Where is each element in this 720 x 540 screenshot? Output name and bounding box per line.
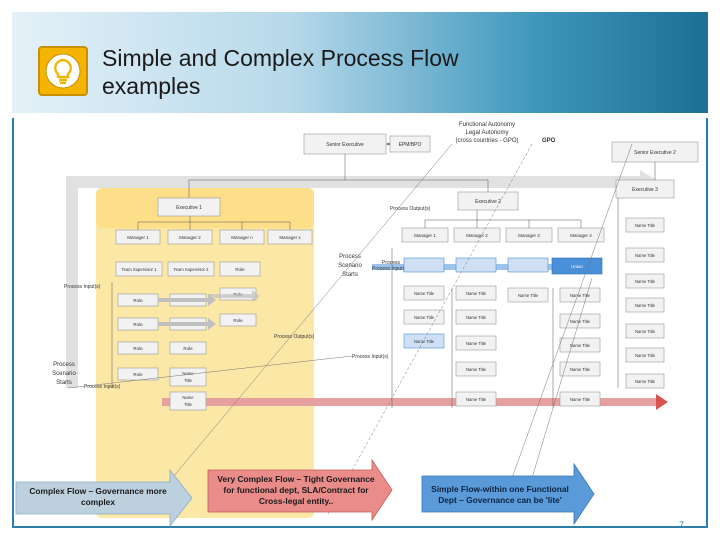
role-label-9: Role <box>233 318 243 323</box>
name-title-r5c4: Name Title <box>570 397 591 402</box>
name-title-fr6: Name Title <box>635 353 656 358</box>
simple-flow-arrow: Simple Flow-within one Functional Dept –… <box>421 462 595 526</box>
name-title-r3c2: Name Title <box>466 341 487 346</box>
complex-flow-arrow: Complex Flow – Governance more complex <box>15 468 193 528</box>
manager-right-2: Manager 2 <box>466 233 488 238</box>
connector-lines <box>67 142 656 515</box>
name-title-r1c1: Name Title <box>414 291 435 296</box>
name-title-r2c2: Name Title <box>466 315 487 320</box>
slide-frame <box>12 118 708 528</box>
title-label-left-2: Title <box>184 402 192 407</box>
name-title-r2c1: Name Title <box>414 315 435 320</box>
scenario-starts-1-line-3: Starts <box>342 272 358 278</box>
left-flow-arrows <box>158 290 260 330</box>
manager-left-1: Manager 1 <box>127 235 149 240</box>
gpo-label: GPO <box>542 138 556 144</box>
epm-label: EPM/BPO <box>399 142 422 148</box>
page-number: 7 <box>678 520 684 530</box>
team-supervisor-1-box <box>115 261 163 277</box>
process-input-label-1: Process Input(s) <box>64 284 101 290</box>
name-title-fr5: Name Title <box>635 329 656 334</box>
process-output-label-1: Process Output(s) <box>390 206 431 212</box>
name-title-r3c1: Name Title <box>414 339 435 344</box>
role-label-2: Role <box>133 322 143 327</box>
name-title-r2c4: Name Title <box>570 319 591 324</box>
manager-right-4: Manager 4 <box>570 233 592 238</box>
process-label: Process <box>382 260 401 266</box>
name-title-fr7: Name Title <box>635 379 656 384</box>
very-complex-flow-line-3: Cross-legal entity.. <box>259 496 333 506</box>
executive-2-label: Executive 2 <box>475 199 501 205</box>
manager-right-3: Manager 3 <box>518 233 540 238</box>
manager-left-3: Manager n <box>231 235 253 240</box>
role-label-7: Role <box>183 346 193 351</box>
manager-left-2: Manager 2 <box>179 235 201 240</box>
name-title-r1c4: Name Title <box>570 293 591 298</box>
top-label-line-1: Functional Autonomy <box>459 122 515 128</box>
lightbulb-icon-box <box>38 46 88 96</box>
scenario-starts-2-line-2: Scenario <box>52 371 76 377</box>
role-box-top <box>219 261 261 277</box>
simple-flow-line-1: Simple Flow-within one Functional <box>431 484 569 494</box>
senior-executive-label: Senior Executive <box>326 142 364 148</box>
name-title-fr1: Name Title <box>635 223 656 228</box>
very-complex-flow-line-1: Very Complex Flow – Tight Governance <box>217 474 374 484</box>
process-output-label-2: Process Output(s) <box>274 334 315 340</box>
slide-header: Simple and Complex Process Flow examples <box>12 12 708 116</box>
top-label-line-3: (cross countries - GPO) <box>455 138 518 144</box>
name-label-left-2: Name <box>182 395 194 400</box>
managers-left-row: Manager 1 Manager 2 Manager n Manager x <box>115 229 313 245</box>
lightbulb-icon <box>45 53 81 89</box>
right-name-title-grid: Union Name Title Name Title Name Title N… <box>403 217 665 407</box>
scenario-starts-1-line-2: Scenario <box>338 263 362 269</box>
process-input-label-3: Process Input(s) <box>372 266 409 272</box>
name-title-r1c2: Name Title <box>466 291 487 296</box>
name-title-r4c4: Name Title <box>570 367 591 372</box>
executive-1-label: Executive 1 <box>176 205 202 211</box>
senior-executive-2-label: Senior Executive 2 <box>634 150 676 156</box>
simple-flow-line-2: Dept – Governance can be 'lite' <box>438 495 562 505</box>
complex-flow-line-2: complex <box>81 497 115 507</box>
team-supervisor-2-box <box>167 261 215 277</box>
name-title-fr3: Name Title <box>635 279 656 284</box>
scenario-starts-1-line-1: Process <box>339 254 361 260</box>
process-input-label-4: Process Input(s) <box>84 384 121 390</box>
team-supervisor-1: Team Supervisor 1 <box>122 267 158 272</box>
manager-right-1: Manager 1 <box>414 233 436 238</box>
role-label-4: Role <box>133 372 143 377</box>
very-complex-flow-arrow: Very Complex Flow – Tight Governance for… <box>207 458 393 522</box>
name-title-r5c2: Name Title <box>466 397 487 402</box>
red-flow-line <box>162 398 660 406</box>
name-title-fr2: Name Title <box>635 253 656 258</box>
executive-3-label: Executive 3 <box>632 187 658 193</box>
very-complex-flow-line-2: for functional dept, SLA/Contract for <box>223 485 369 495</box>
role-label-1: Role <box>133 298 143 303</box>
name-title-fr4: Name Title <box>635 303 656 308</box>
scenario-starts-2-line-1: Process <box>53 362 75 368</box>
name-title-r3c4: Name Title <box>570 343 591 348</box>
name-label-left-1: Name <box>182 371 194 376</box>
title-label-left-1: Title <box>184 378 192 383</box>
red-flow-arrowhead <box>656 394 668 410</box>
top-label-line-2: Legal Autonomy <box>465 130 508 136</box>
highlight-box-label: Union <box>571 264 583 269</box>
scenario-starts-2-line-3: Starts <box>56 380 72 386</box>
page-title: Simple and Complex Process Flow examples <box>102 45 459 99</box>
name-title-r1c3: Name Title <box>518 293 539 298</box>
managers-right-row: Manager 1 Manager 2 Manager 3 Manager 4 <box>401 227 605 243</box>
role-label-top: Role <box>235 267 245 272</box>
role-label-3: Role <box>133 346 143 351</box>
process-flow-diagram: Functional Autonomy Legal Autonomy (cros… <box>15 122 699 528</box>
manager-left-4: Manager x <box>279 235 301 240</box>
process-input-label-2: Process Input(s) <box>352 354 389 360</box>
name-title-r4c2: Name Title <box>466 367 487 372</box>
role-boxes-left: Role Role Role Role Role Role Role Name … <box>117 287 257 411</box>
complex-flow-line-1: Complex Flow – Governance more <box>29 486 167 496</box>
team-supervisor-2: Team Supervisor 2 <box>174 267 210 272</box>
